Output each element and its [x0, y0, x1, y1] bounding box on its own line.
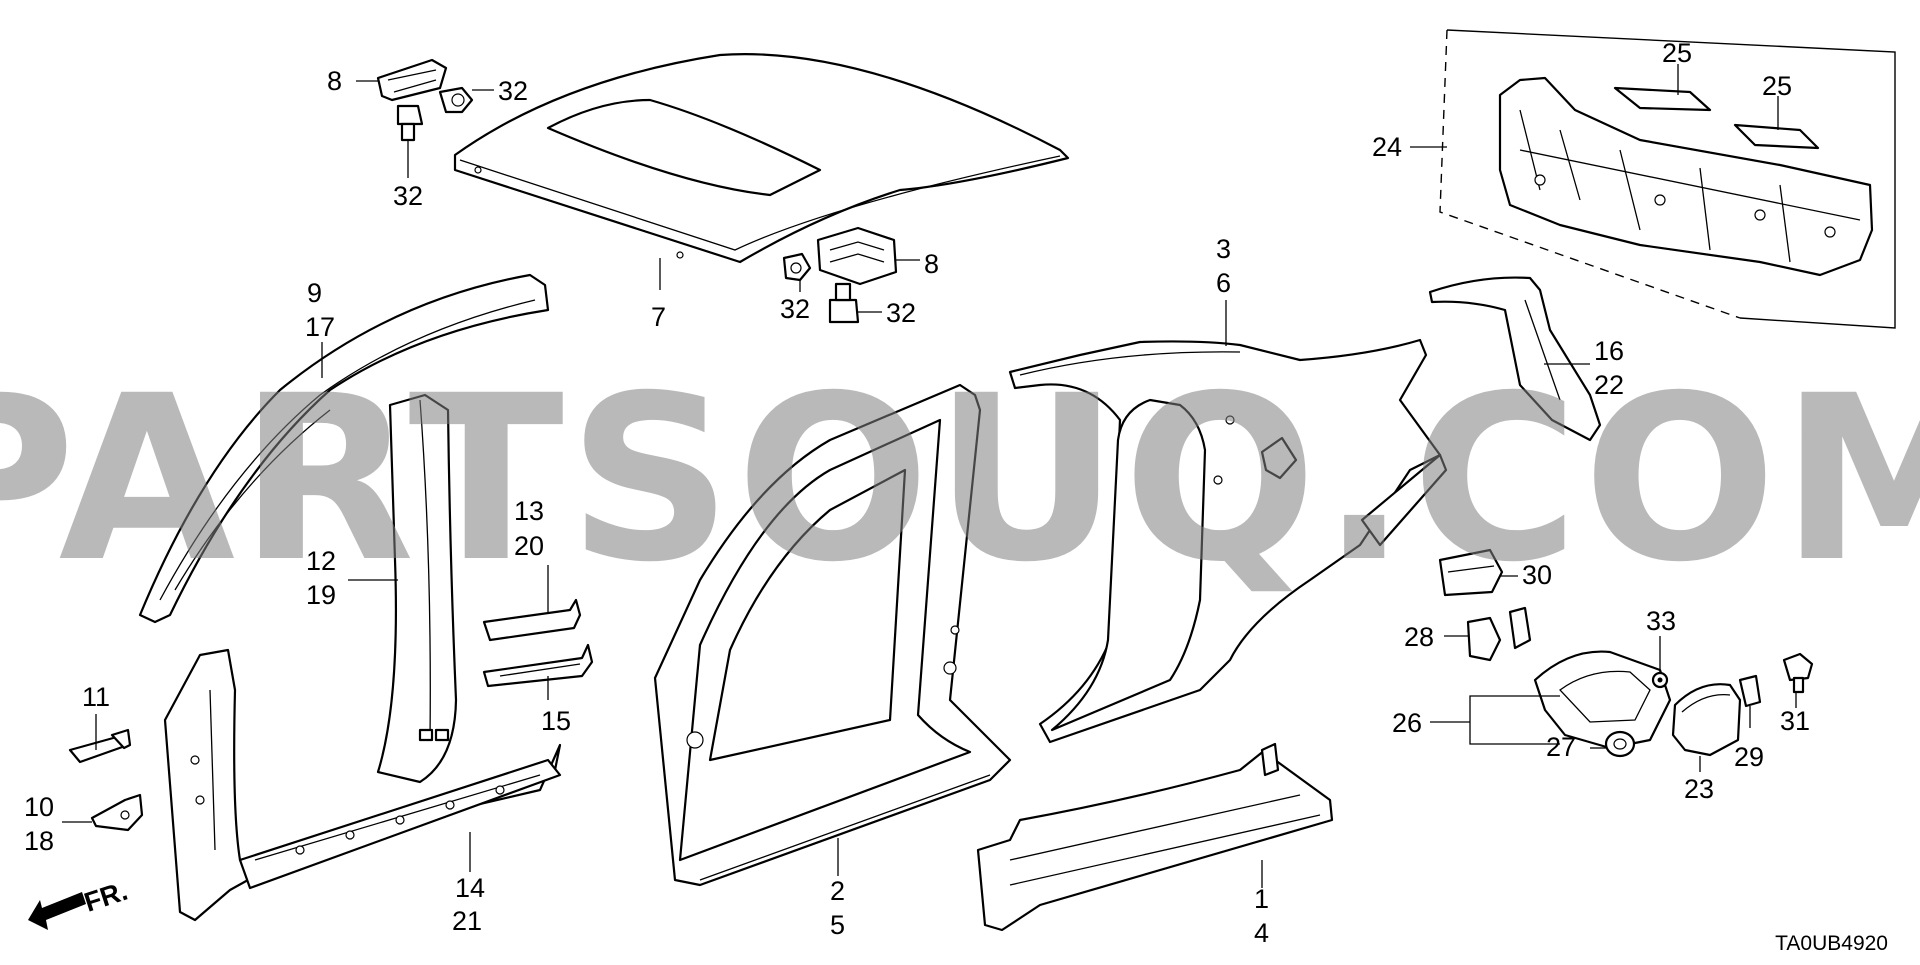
inner-sill-frame[interactable] [163, 648, 562, 922]
rear-quarter-panel[interactable] [1008, 338, 1448, 744]
callout-4[interactable]: 4 [1254, 918, 1269, 948]
callout-27[interactable]: 27 [1546, 732, 1576, 762]
bolt-31[interactable] [1782, 652, 1814, 694]
callout-24[interactable]: 24 [1372, 132, 1402, 162]
callout-21[interactable]: 21 [452, 906, 482, 936]
callout-3[interactable]: 3 [1216, 234, 1231, 264]
callout-23[interactable]: 23 [1684, 774, 1714, 804]
callout-14[interactable]: 14 [455, 873, 485, 903]
small-bracket-10[interactable] [90, 793, 144, 832]
bolt-middle-upper[interactable] [782, 252, 812, 282]
center-pillar-inner[interactable] [376, 393, 458, 784]
roof-clip-upper[interactable] [376, 58, 448, 102]
callout-9[interactable]: 9 [307, 278, 322, 308]
bracket-lower[interactable] [482, 643, 594, 688]
wheelhouse-brace[interactable] [1428, 276, 1602, 442]
outer-side-panel-front[interactable] [653, 383, 1012, 887]
roof-side-rail[interactable] [138, 273, 550, 624]
callout-7[interactable]: 7 [651, 302, 666, 332]
bracket-upper[interactable] [482, 598, 582, 642]
callout-32-upper-right[interactable]: 32 [498, 76, 528, 106]
callout-8-lower[interactable]: 8 [924, 249, 939, 279]
callout-28[interactable]: 28 [1404, 622, 1434, 652]
rear-panel-box-frame [1439, 29, 1896, 329]
callout-11[interactable]: 11 [82, 682, 110, 712]
bolt-upper-right[interactable] [438, 86, 474, 114]
actuator-28[interactable] [1466, 606, 1532, 662]
callout-8-upper[interactable]: 8 [327, 66, 342, 96]
spring-29[interactable] [1738, 674, 1762, 708]
callout-13[interactable]: 13 [514, 496, 544, 526]
callout-30[interactable]: 30 [1522, 560, 1552, 590]
leader-lines [62, 64, 1797, 888]
rear-panel[interactable] [1498, 76, 1874, 277]
callout-31[interactable]: 31 [1780, 706, 1810, 736]
callout-17[interactable]: 17 [305, 312, 335, 342]
bolt-middle-lower[interactable] [828, 282, 860, 324]
diagram-code: TA0UB4920 [1775, 932, 1888, 955]
callout-22[interactable]: 22 [1594, 370, 1624, 400]
roof-panel[interactable] [453, 53, 1070, 264]
front-marker-label: FR. [81, 876, 132, 918]
callout-25-left[interactable]: 25 [1662, 38, 1692, 68]
callout-26[interactable]: 26 [1392, 708, 1422, 738]
hinge-box-30[interactable] [1438, 548, 1504, 597]
callout-32-middle-left[interactable]: 32 [780, 294, 810, 324]
callout-10[interactable]: 10 [24, 792, 54, 822]
roof-clip-lower[interactable] [816, 226, 898, 286]
outer-rocker-panel[interactable] [976, 742, 1334, 932]
callout-1[interactable]: 1 [1254, 884, 1269, 914]
screw-33[interactable] [1651, 671, 1669, 689]
front-direction-arrow: FR. [28, 876, 131, 930]
small-bracket-11[interactable] [68, 728, 132, 764]
callout-6[interactable]: 6 [1216, 268, 1231, 298]
callout-15[interactable]: 15 [541, 706, 571, 736]
callout-16[interactable]: 16 [1594, 336, 1624, 366]
fuel-lid-23[interactable] [1671, 683, 1742, 757]
rear-panel-clip-left[interactable] [1613, 86, 1712, 112]
callout-12[interactable]: 12 [306, 546, 336, 576]
rear-panel-clip-right[interactable] [1733, 123, 1820, 150]
callout-20[interactable]: 20 [514, 531, 544, 561]
callout-33[interactable]: 33 [1646, 606, 1676, 636]
watermark: PARTSOUQ.COM [0, 346, 1920, 612]
callout-labels: 8 32 32 8 32 32 7 9 17 12 19 13 20 15 11… [24, 38, 1810, 948]
bolt-upper-left[interactable] [396, 104, 424, 142]
callout-25-right[interactable]: 25 [1762, 71, 1792, 101]
callout-29[interactable]: 29 [1734, 742, 1764, 772]
callout-32-upper-left[interactable]: 32 [393, 181, 423, 211]
grommet-27[interactable] [1604, 730, 1636, 758]
callout-19[interactable]: 19 [306, 580, 336, 610]
callout-5[interactable]: 5 [830, 910, 845, 940]
callout-32-middle-right[interactable]: 32 [886, 298, 916, 328]
callout-18[interactable]: 18 [24, 826, 54, 856]
callout-2[interactable]: 2 [830, 876, 845, 906]
